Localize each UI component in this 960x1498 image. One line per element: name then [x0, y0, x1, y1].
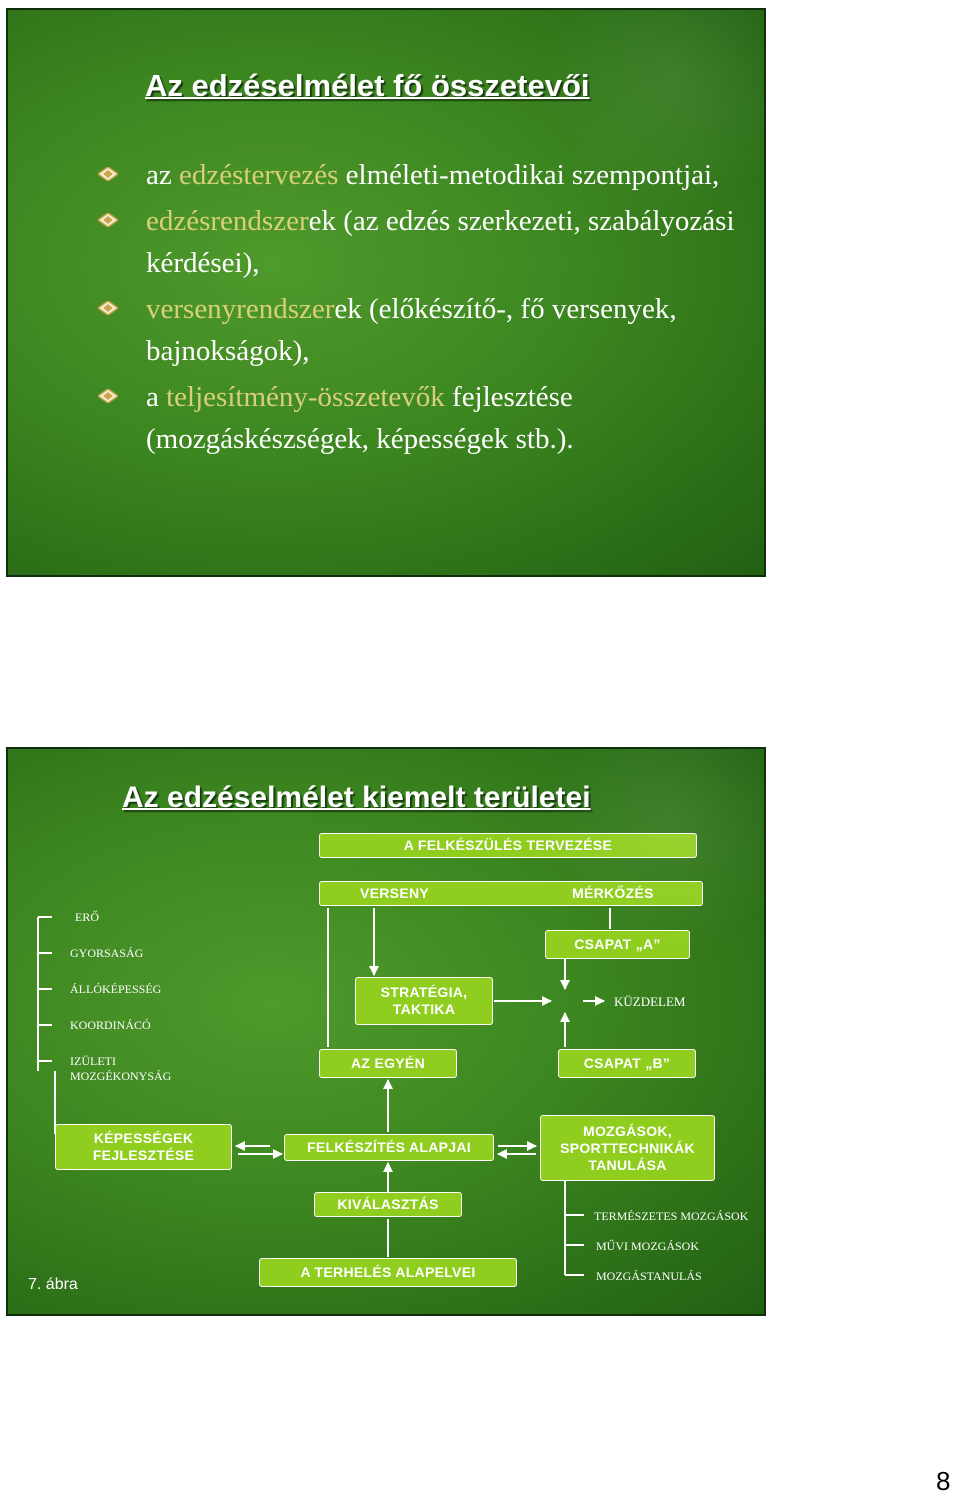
- label-izuleti: IZÜLETI: [70, 1054, 116, 1068]
- box-terheles-alapelvei: A TERHELÉS ALAPELVEI: [259, 1258, 517, 1287]
- box-strategia-taktika: STRATÉGIA, TAKTIKA: [355, 977, 493, 1025]
- label-ero: ERŐ: [75, 910, 99, 924]
- figure-caption: 7. ábra: [28, 1276, 78, 1293]
- bullet-text: elméleti-metodikai szempontjai,: [338, 159, 720, 191]
- box-kepessegek-fejlesztese: KÉPESSÉGEK FEJLESZTÉSE: [55, 1124, 232, 1170]
- box-mozgasok-sporttechnikak: MOZGÁSOK, SPORTTECHNIKÁK TANULÁSA: [540, 1115, 715, 1181]
- bullet-item: a teljesítmény-összetevők fejlesztése (m…: [98, 376, 738, 460]
- diamond-bullet-icon: [98, 301, 118, 315]
- box-felkeszites-alapjai: FELKÉSZÍTÉS ALAPJAI: [284, 1134, 494, 1161]
- bullet-text: ek (az edzés szerkezeti, szabályozási ké…: [146, 205, 735, 279]
- label-allokepesseg: ÁLLÓKÉPESSÉG: [70, 982, 162, 996]
- label-koordinacio: KOORDINÁCÓ: [70, 1018, 151, 1032]
- bullet-highlight: versenyrendszer: [146, 293, 335, 325]
- diamond-bullet-icon: [98, 213, 118, 227]
- bullet-list: az edzéstervezés elméleti-metodikai szem…: [98, 154, 738, 464]
- bullet-item: edzésrendszerek (az edzés szerkezeti, sz…: [98, 200, 738, 284]
- slide-2: Az edzéselmélet kiemelt területei: [6, 747, 766, 1316]
- box-kivalasztas: KIVÁLASZTÁS: [314, 1192, 462, 1217]
- bullet-text: az: [146, 159, 179, 191]
- box-verseny-label: VERSENY: [360, 885, 430, 901]
- box-felkeszules-tervezese: A FELKÉSZÜLÉS TERVEZÉSE: [319, 833, 697, 858]
- label-mozgekonysag: MOZGÉKONYSÁG: [70, 1069, 172, 1083]
- label-gyorsasag: GYORSASÁG: [70, 946, 144, 960]
- diamond-bullet-icon: [98, 167, 118, 181]
- bullet-highlight: edzéstervezés: [179, 159, 339, 191]
- bullet-item: versenyrendszerek (előkészítő-, fő verse…: [98, 288, 738, 372]
- page-number: 8: [936, 1466, 951, 1496]
- label-termeszetes-mozgasok: TERMÉSZETES MOZGÁSOK: [594, 1209, 749, 1223]
- label-muvi-mozgasok: MŰVI MOZGÁSOK: [596, 1239, 700, 1253]
- bullet-highlight: edzésrendszer: [146, 205, 309, 237]
- slide-1: Az edzéselmélet fő összetevői az edzéste…: [6, 8, 766, 577]
- diamond-bullet-icon: [98, 389, 118, 403]
- box-merkozes-label: MÉRKŐZÉS: [572, 885, 654, 901]
- box-csapat-a: CSAPAT „A”: [545, 930, 690, 959]
- box-az-egyen: AZ EGYÉN: [319, 1049, 457, 1078]
- bullet-text: ek (előkészítő-, fő versenyek, bajnokság…: [146, 293, 677, 367]
- slide-2-title: Az edzéselmélet kiemelt területei: [122, 781, 591, 814]
- bullet-highlight: teljesítmény-összetevők: [166, 381, 445, 413]
- label-kuzdelem: KÜZDELEM: [614, 994, 686, 1009]
- box-verseny-merkozes: VERSENY MÉRKŐZÉS: [319, 881, 703, 906]
- bullet-text: fejlesztése (mozgáskészségek, képességek…: [146, 381, 574, 455]
- slide-1-title: Az edzéselmélet fő összetevői: [145, 68, 590, 103]
- diagram-connectors: [37, 908, 611, 1276]
- box-csapat-b: CSAPAT „B”: [558, 1049, 696, 1078]
- bullet-text: a: [146, 381, 167, 413]
- label-mozgastanulas: MOZGÁSTANULÁS: [596, 1269, 702, 1283]
- bullet-item: az edzéstervezés elméleti-metodikai szem…: [98, 154, 738, 196]
